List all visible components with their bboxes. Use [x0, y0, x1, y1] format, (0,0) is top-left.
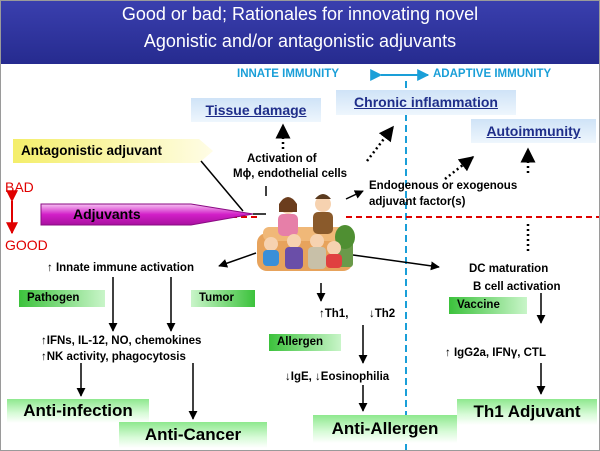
- bad-label: BAD: [5, 179, 34, 195]
- endogenous-line-1: Endogenous or exogenous: [369, 180, 518, 192]
- innate-immunity-label: INNATE IMMUNITY: [237, 68, 340, 80]
- activation-line-2: Mϕ, endothelial cells: [233, 168, 348, 180]
- allergen-tag: Allergen: [269, 334, 341, 351]
- adjuvants-label: Adjuvants: [73, 206, 141, 222]
- title-line-1: Good or bad; Rationales for innovating n…: [121, 4, 479, 24]
- anti-allergen-outcome: Anti-Allergen: [313, 415, 457, 443]
- arrow-to-autoimmunity-1: [444, 156, 475, 180]
- chronic-inflammation-box: Chronic inflammation: [336, 90, 516, 115]
- family-to-innate: [218, 252, 257, 268]
- title-banner: Good or bad; Rationales for innovating n…: [1, 1, 599, 64]
- ifn-line-1: ↑IFNs, IL-12, NO, chemokines: [41, 335, 202, 347]
- antagonistic-banner: [13, 139, 213, 163]
- innate-activation-label: ↑ Innate immune activation: [47, 262, 194, 274]
- family-illustration: [257, 194, 355, 271]
- activation-line-1: Activation of: [247, 153, 317, 165]
- anti-cancer-outcome: Anti-Cancer: [119, 422, 267, 448]
- th1-label: ↑Th1,: [319, 308, 349, 320]
- antagonist-link: [200, 160, 244, 212]
- up-arrow-icon: ↑: [41, 335, 47, 347]
- down-arrow-icon: ↓: [285, 371, 291, 383]
- family-to-dc: [352, 254, 440, 271]
- up-arrow-icon: ↑: [319, 308, 325, 320]
- up-arrow-icon: ↑: [41, 351, 47, 363]
- adaptive-immunity-label: ADAPTIVE IMMUNITY: [433, 68, 552, 80]
- good-label: GOOD: [5, 237, 48, 253]
- th1-adjuvant-outcome: Th1 Adjuvant: [457, 399, 597, 425]
- arrow-to-chronic-inflammation: [366, 125, 394, 162]
- down-arrow-icon: ↓: [315, 371, 321, 383]
- down-arrow-icon: ↓: [369, 308, 375, 320]
- pathogen-tag: Pathogen: [19, 290, 105, 307]
- b-cell-activation-label: B cell activation: [473, 281, 561, 293]
- autoimmunity-box: Autoimmunity: [471, 119, 596, 143]
- adjuvants-syringe: [40, 203, 254, 226]
- anti-infection-outcome: Anti-infection: [7, 399, 149, 423]
- th2-label: ↓Th2: [369, 308, 396, 320]
- family-to-endogenous: [345, 190, 364, 200]
- up-arrow-icon: ↑: [445, 347, 451, 359]
- igg-line: ↑ IgG2a, IFNγ, CTL: [445, 347, 546, 359]
- tumor-tag: Tumor: [191, 290, 255, 307]
- antagonistic-adjuvant-label: Antagonistic adjuvant: [21, 143, 163, 158]
- ige-line: ↓IgE, ↓Eosinophilia: [285, 371, 390, 383]
- endogenous-line-2: adjuvant factor(s): [369, 196, 466, 208]
- up-arrow-icon: ↑: [47, 262, 53, 274]
- vaccine-tag: Vaccine: [449, 297, 527, 314]
- dc-maturation-label: DC maturation: [469, 263, 549, 275]
- title-line-2: Agonistic and/or antagonistic adjuvants: [143, 31, 457, 51]
- tissue-damage-box: Tissue damage: [191, 98, 321, 122]
- ifn-line-2: ↑NK activity, phagocytosis: [41, 351, 186, 363]
